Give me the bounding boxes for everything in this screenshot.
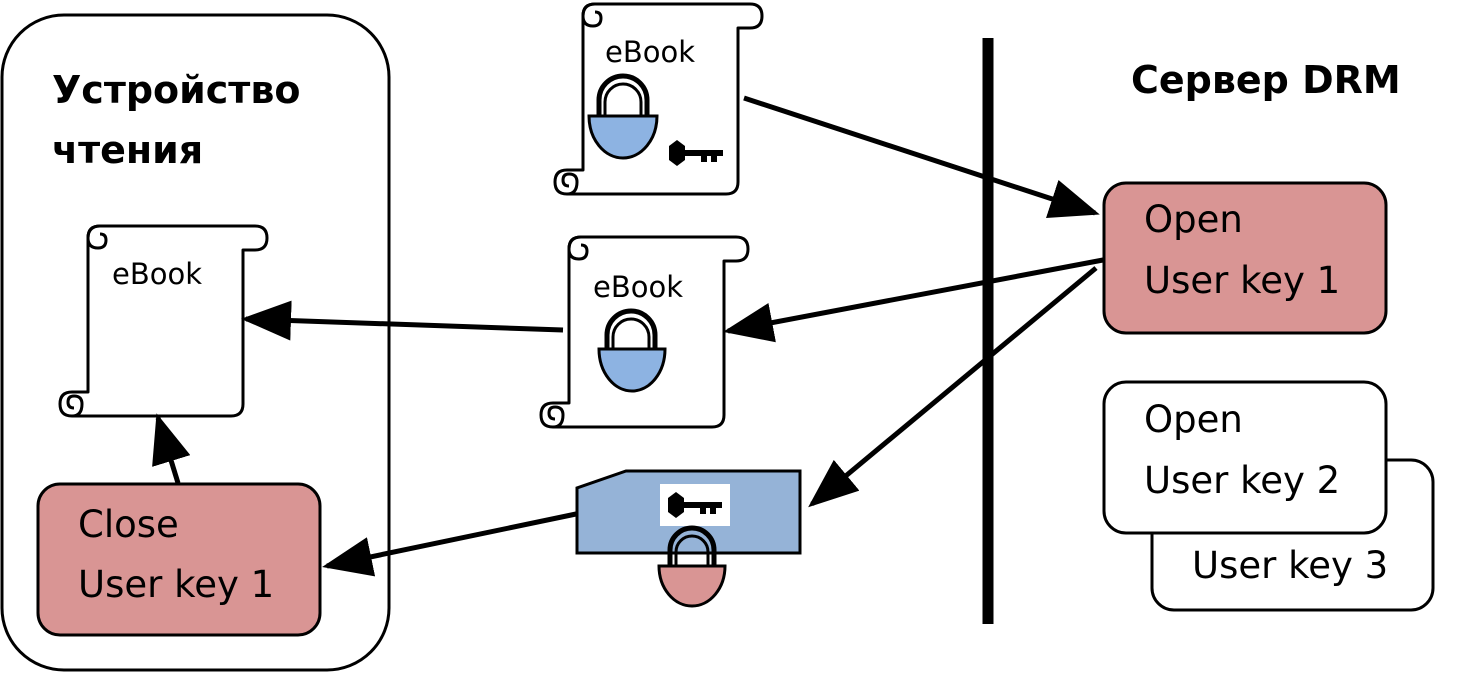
arrow-key-package-to-close-key [322,511,577,577]
arrow-encrypted-ebook-to-device [241,300,564,341]
open-user-key-2: Open User key 2 [1102,380,1388,535]
close-user-key-1-line2: User key 1 [78,563,274,606]
open-user-key-1-line2: User key 1 [1144,259,1340,302]
close-user-key-1: Close User key 1 [36,482,322,637]
arrow-server-to-encrypted-ebook [723,257,1104,343]
arrow-ebook-to-server [743,95,1100,218]
open-user-key-1-line1: Open [1144,198,1243,241]
open-user-key-1: Open User key 1 [1102,181,1388,335]
open-user-key-2-line2: User key 2 [1144,459,1340,502]
device-title-line2: чтения [52,128,203,172]
lock-icon [587,73,659,160]
user-key-3-line1: User key 3 [1192,544,1388,587]
ebook-encrypted-with-key: eBook [553,2,764,196]
ebook-encrypted: eBook [539,235,750,429]
close-user-key-1-line1: Close [78,503,179,546]
arrow-close-key-to-ebook [152,413,191,484]
device-title-line1: Устройство [52,68,300,112]
reading-device-frame [0,13,391,672]
open-user-key-2-line1: Open [1144,398,1243,441]
encrypted-key-package [575,469,802,608]
lock-icon [597,308,667,393]
ebook-label-device: eBook [112,257,202,291]
arrows [152,95,1104,577]
lock-icon [657,525,727,608]
ebook-label-middle: eBook [593,270,683,304]
server-title: Сервер DRM [1131,58,1401,102]
ebook-decrypted: eBook [58,224,269,418]
arrow-server-to-key-package [808,266,1098,508]
ebook-label-top: eBook [605,35,695,69]
